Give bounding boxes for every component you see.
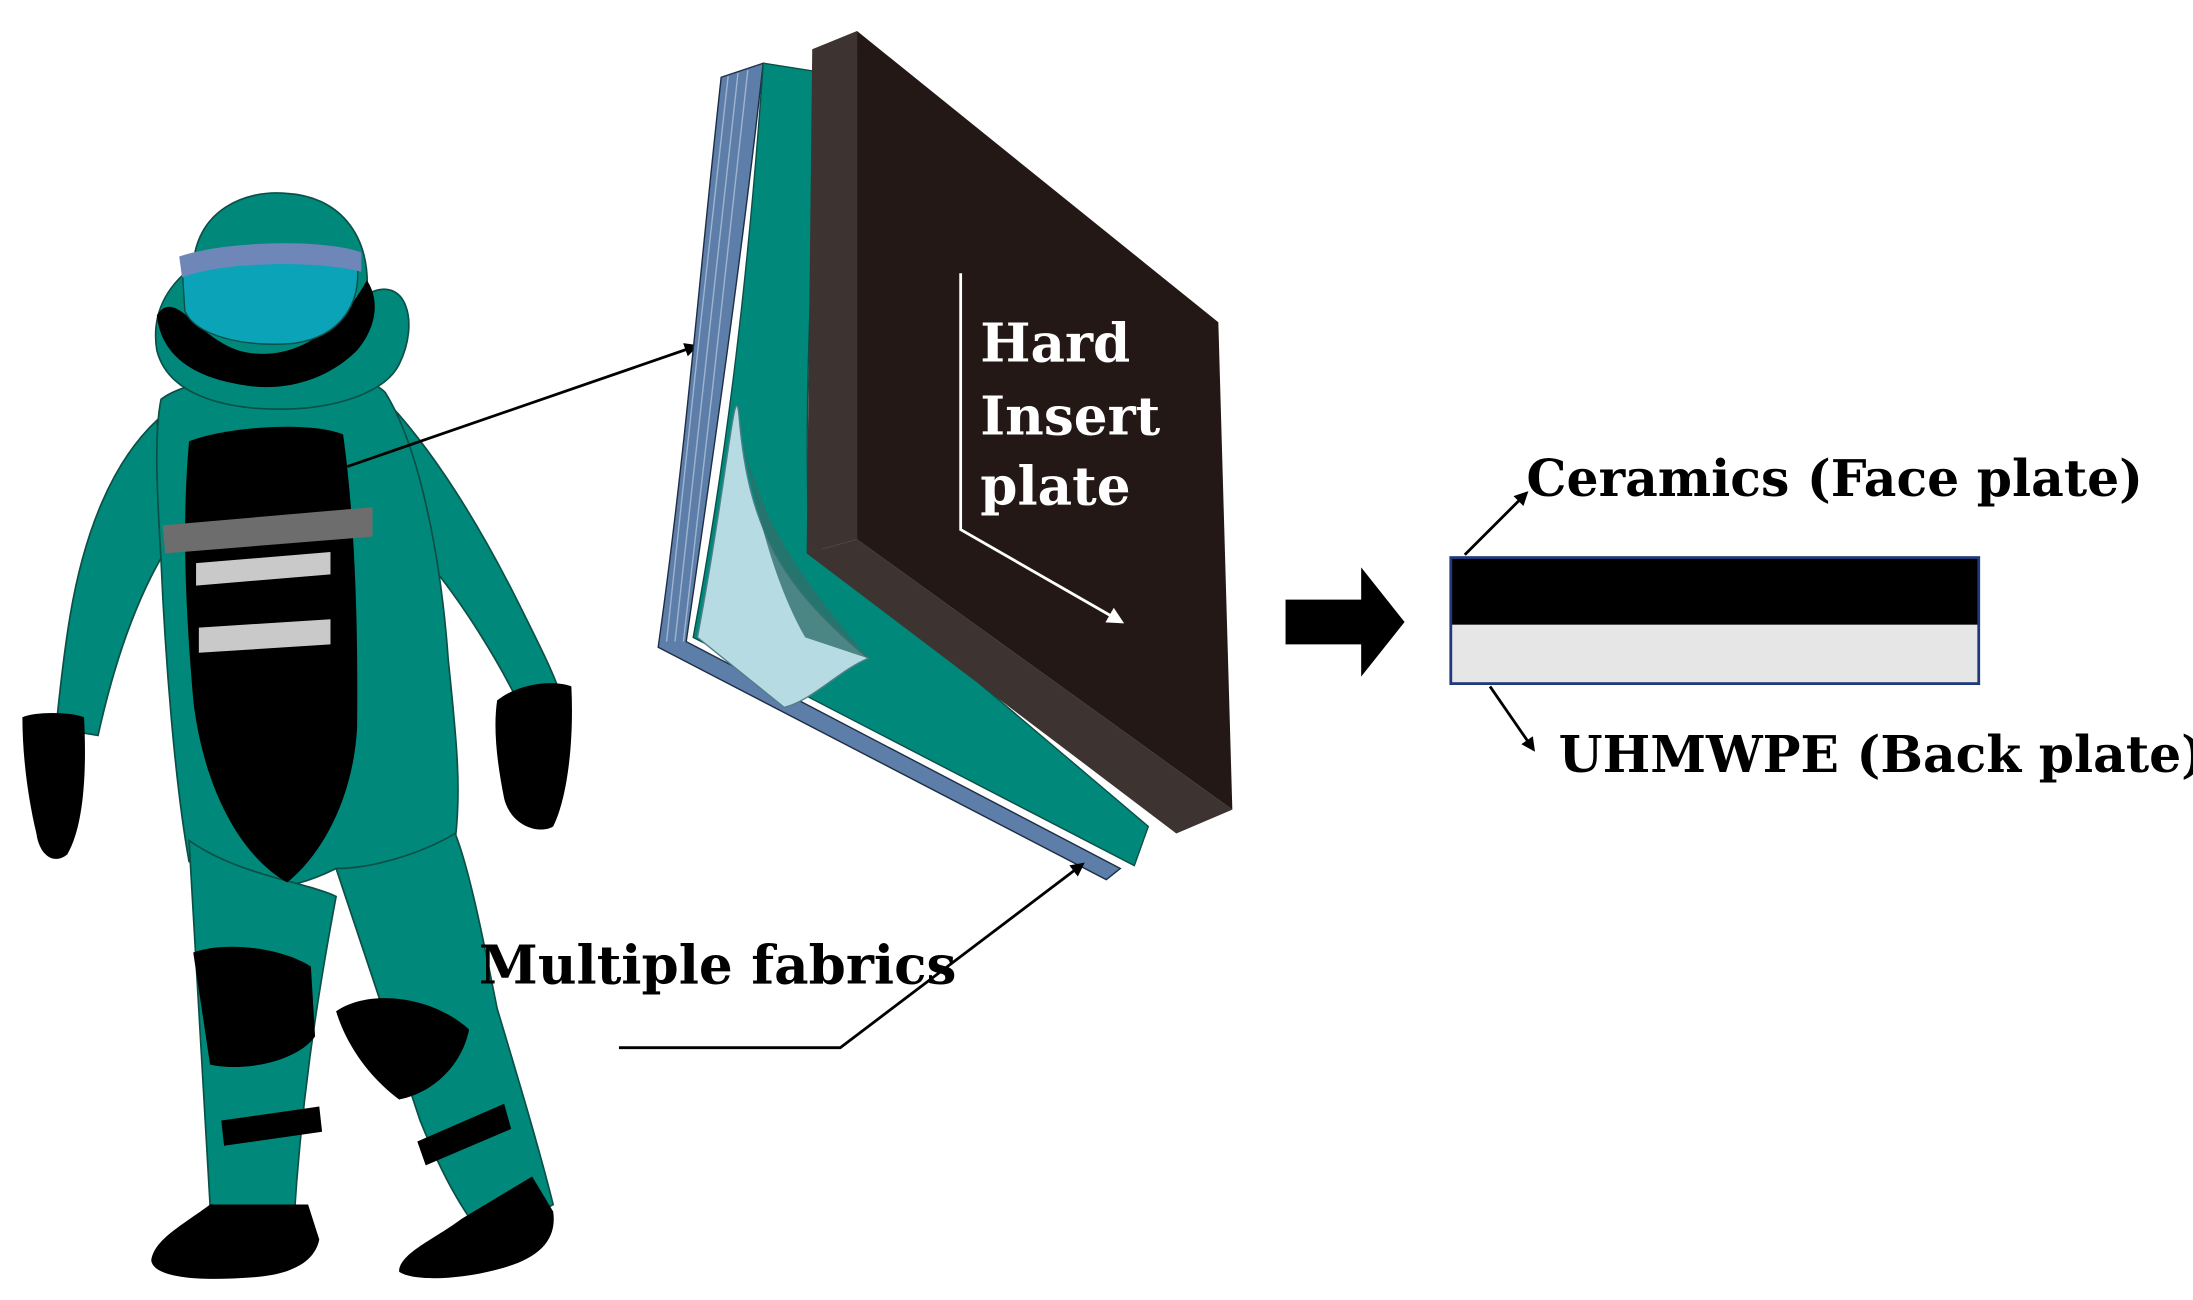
fabric-layers [657, 62, 1122, 881]
hard-insert-label-line1: Hard [980, 312, 1130, 375]
right-boot [399, 1176, 554, 1279]
reflective-strip-lower [198, 619, 331, 653]
plate-bottom [806, 539, 1233, 834]
reflective-strip-upper [196, 551, 331, 586]
visor-band [179, 243, 362, 278]
fabric-layer-lines [665, 70, 749, 642]
hard-insert-label-line2: Insert [980, 384, 1160, 447]
uhmwpe-label: UHMWPE (Back plate) [1559, 725, 2193, 784]
plate-layer-stack [1449, 556, 1981, 686]
plate-side [806, 31, 858, 554]
hard-insert-plate-assembly: Hard Insert plate [657, 31, 1233, 881]
left-boot [151, 1204, 320, 1279]
back-plate-layer [1450, 624, 1979, 684]
right-ankle-strap [417, 1103, 512, 1166]
plate-front [857, 31, 1233, 810]
helmet-collar [156, 280, 375, 388]
right-glove [495, 683, 572, 830]
fabrics-leader-arrow [618, 862, 1085, 1050]
chest-strap [162, 507, 373, 554]
left-arm [55, 418, 169, 737]
ceramics-label: Ceramics (Face plate) [1526, 449, 2143, 508]
bomb-suit-figure [22, 192, 572, 1279]
left-ankle-strap [221, 1106, 323, 1146]
hard-insert-label-line3: plate [980, 454, 1130, 517]
fabric-fold [739, 420, 869, 659]
plate-thickness-arrow [959, 273, 1125, 624]
left-glove [22, 713, 85, 859]
face-plate-layer [1450, 557, 1979, 625]
left-knee-pad [193, 946, 316, 1068]
ceramics-arrow [1463, 491, 1529, 556]
block-right-arrow [1285, 567, 1405, 677]
multiple-fabrics-label: Multiple fabrics [479, 933, 957, 996]
right-knee-pad [336, 998, 470, 1100]
chest-to-plate-arrow [346, 343, 699, 468]
uhmwpe-arrow [1488, 685, 1536, 752]
layer-stack-border [1449, 556, 1981, 686]
